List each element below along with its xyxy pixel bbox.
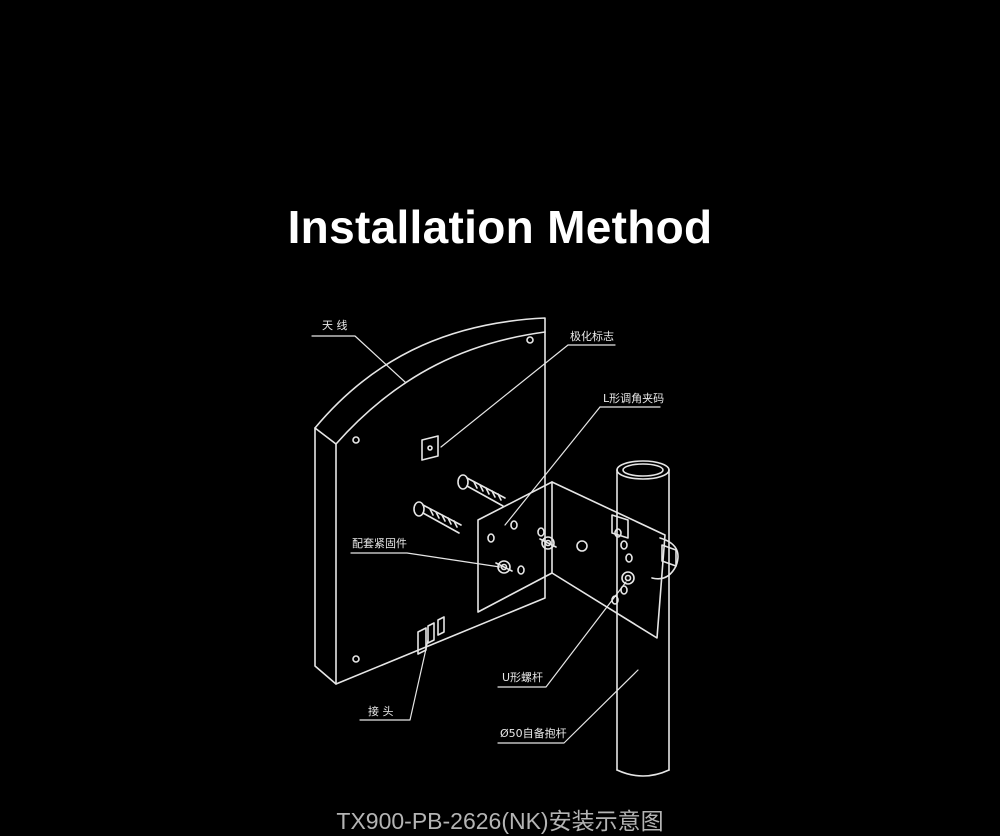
- mounting-bolts: [413, 474, 506, 534]
- antenna-panel: [314, 317, 546, 685]
- label-connector: 接 头: [368, 705, 394, 718]
- page-title: Installation Method: [287, 201, 713, 253]
- diagram-caption: TX900-PB-2626(NK)安装示意图: [336, 808, 664, 834]
- leader-lines: [311, 335, 661, 744]
- label-fasteners: 配套紧固件: [352, 537, 407, 550]
- pole: [616, 460, 670, 777]
- u-bolt: [611, 514, 679, 580]
- label-polarization: 极化标志: [570, 329, 614, 343]
- label-u-bolt: U形螺杆: [502, 670, 543, 684]
- l-bracket: [477, 481, 666, 639]
- label-antenna: 天 线: [322, 318, 348, 332]
- label-l-bracket: L形调角夹码: [603, 392, 664, 405]
- label-pole: Ø50自备抱杆: [500, 726, 567, 740]
